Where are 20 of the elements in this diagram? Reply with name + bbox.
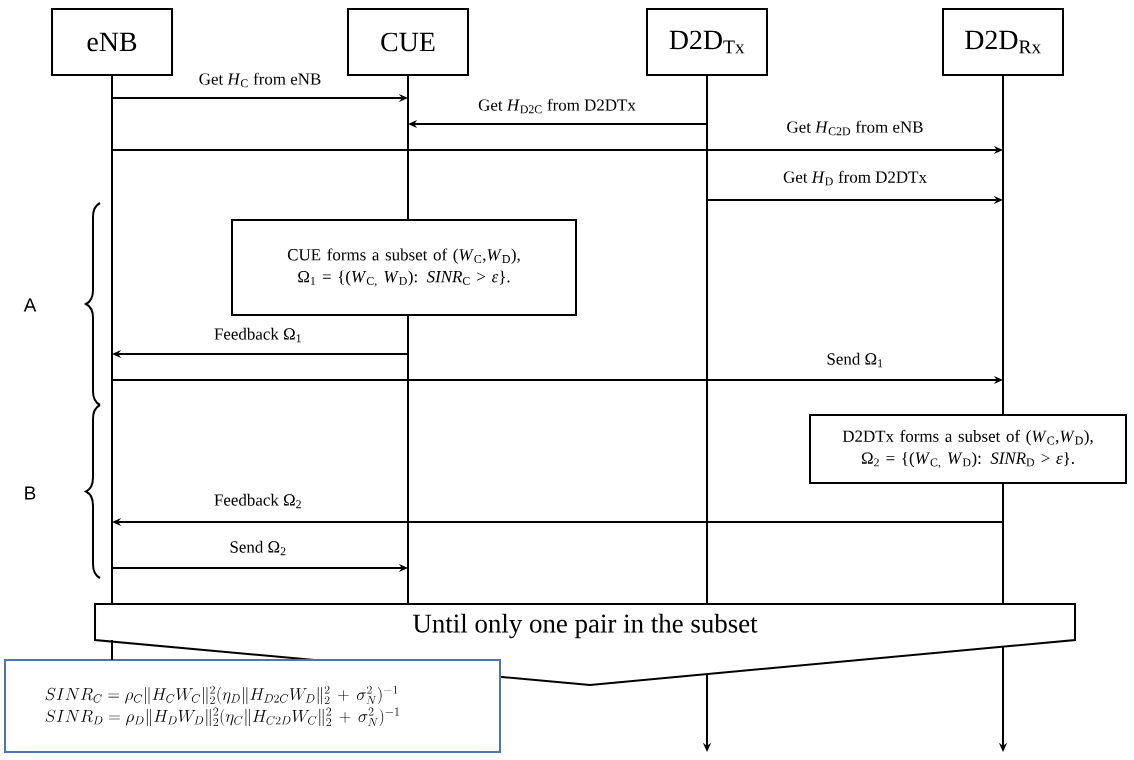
edge-label: Send Ω$_{2}$ [230, 540, 286, 556]
process-box: CUE forms a subset of (W$_{C}$,W$_{D}$), Ω$_{1}$ = {(W$_{C,}$ W$_{D}$): SINR$_{C}$ > ε}. [231, 219, 577, 316]
group-label: A [23, 298, 37, 312]
formula-box: $SINR_C = \rho_C \|H_C W_C\|_2^2 (\eta_D \|H_{D2C} W_D\|_2^2 \,+\, \sigma_N^2)^{-1}$ $SINR_D = \rho_D \|H_D W_D\|_2^2 (\eta_C \|H_{C2D} W_C\|_2^2 \,+\, \sigma_N^2)^{-1}$ [4, 659, 501, 753]
lifeline [706, 75, 708, 604]
process-box: D2DTx forms a subset of (W$_{C}$,W$_{D}$), Ω$_{2}$ = {(W$_{C,}$ W$_{D}$): SINR$_{D}$ > ε}. [809, 414, 1127, 484]
edge-label: Get H$_{D}$ from D2DTx [783, 170, 927, 186]
participant-box: D2D$_{Tx}$ [646, 8, 768, 76]
edge-label: Send Ω$_{1}$ [827, 352, 883, 368]
participant-box: eNB [51, 8, 173, 76]
participant-box: D2D$_{Rx}$ [942, 8, 1064, 76]
line [111, 639, 113, 661]
participant-box: CUE [347, 8, 469, 76]
loop-banner: Until only one pair in the subset [94, 603, 1076, 686]
edge-label: Get H$_{D2C}$ from D2DTx [478, 98, 636, 114]
edge-label: Feedback Ω$_{1}$ [214, 327, 301, 343]
edge-label: Get H$_{C2D}$ from eNB [787, 120, 923, 136]
group-label: B [25, 486, 36, 500]
edge-label: Feedback Ω$_{2}$ [214, 493, 301, 509]
edge-label: Get H$_{C}$ from eNB [199, 72, 321, 88]
